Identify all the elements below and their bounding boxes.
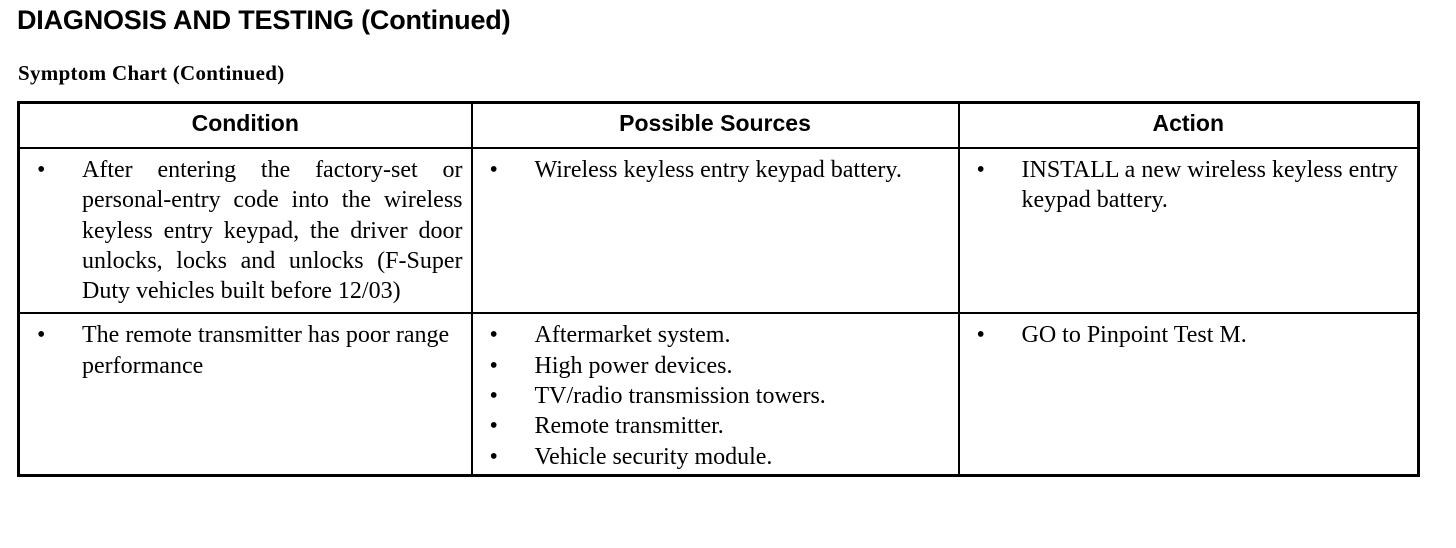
- table-row: • The remote transmitter has poor range …: [18, 312, 1419, 476]
- bullet-icon: •: [489, 352, 498, 379]
- bullet-icon: •: [489, 413, 498, 440]
- symptom-chart-table: Condition Possible Sources Action • Afte…: [17, 101, 1420, 477]
- bullet-icon: •: [489, 383, 498, 410]
- bullet-list: • After entering the factory-set or pers…: [26, 155, 463, 306]
- list-item-text: INSTALL a new wireless keyless entry key…: [1021, 157, 1398, 214]
- bullet-icon: •: [37, 157, 46, 183]
- bullet-list: • Aftermarket system. • High power devic…: [479, 320, 950, 471]
- bullet-icon: •: [976, 322, 985, 349]
- list-item-text: Wireless keyless entry keypad battery.: [534, 157, 902, 183]
- cell-possible-sources: • Aftermarket system. • High power devic…: [470, 312, 960, 476]
- list-item-text: Aftermarket system.: [534, 322, 731, 349]
- table-header: Condition Possible Sources Action: [18, 102, 1419, 149]
- column-header-condition: Condition: [18, 102, 473, 149]
- table-body: • After entering the factory-set or pers…: [18, 148, 1419, 476]
- list-item: • TV/radio transmission towers.: [479, 381, 950, 411]
- page-title: DIAGNOSIS AND TESTING (Continued): [17, 5, 511, 35]
- list-item: • GO to Pinpoint Test M.: [966, 320, 1410, 350]
- bullet-list: • Wireless keyless entry keypad battery.: [479, 155, 950, 185]
- bullet-list: • INSTALL a new wireless keyless entry k…: [966, 155, 1410, 216]
- section-subtitle: Symptom Chart (Continued): [18, 61, 285, 85]
- bullet-icon: •: [37, 322, 46, 349]
- bullet-list: • The remote transmitter has poor range …: [26, 320, 463, 381]
- list-item: • Aftermarket system.: [479, 320, 950, 350]
- list-item-text: Vehicle security module.: [534, 443, 773, 470]
- bullet-icon: •: [976, 157, 985, 183]
- cell-condition: • After entering the factory-set or pers…: [18, 148, 473, 314]
- column-header-possible-sources: Possible Sources: [470, 102, 960, 149]
- list-item: • The remote transmitter has poor range …: [26, 320, 463, 381]
- column-header-action: Action: [957, 102, 1419, 149]
- list-item: • Remote transmitter.: [479, 411, 950, 441]
- table-header-row: Condition Possible Sources Action: [18, 102, 1419, 149]
- bullet-icon: •: [489, 443, 498, 470]
- list-item: • INSTALL a new wireless keyless entry k…: [966, 155, 1410, 216]
- list-item: • After entering the factory-set or pers…: [26, 155, 463, 306]
- cell-action: • GO to Pinpoint Test M.: [957, 312, 1419, 476]
- bullet-list: • GO to Pinpoint Test M.: [966, 320, 1410, 350]
- list-item-text: GO to Pinpoint Test M.: [1021, 322, 1247, 349]
- table-row: • After entering the factory-set or pers…: [18, 148, 1419, 314]
- list-item-text: The remote transmitter has poor range pe…: [82, 322, 450, 379]
- cell-action: • INSTALL a new wireless keyless entry k…: [957, 148, 1419, 314]
- list-item: • Wireless keyless entry keypad battery.: [479, 155, 950, 185]
- list-item-text: After entering the factory-set or person…: [82, 157, 463, 305]
- bullet-icon: •: [489, 157, 498, 183]
- list-item-text: High power devices.: [534, 352, 733, 379]
- list-item-text: TV/radio transmission towers.: [534, 383, 826, 410]
- list-item: • Vehicle security module.: [479, 442, 950, 472]
- cell-condition: • The remote transmitter has poor range …: [18, 312, 473, 476]
- cell-possible-sources: • Wireless keyless entry keypad battery.: [470, 148, 960, 314]
- bullet-icon: •: [489, 322, 498, 349]
- list-item: • High power devices.: [479, 351, 950, 381]
- list-item-text: Remote transmitter.: [534, 413, 724, 440]
